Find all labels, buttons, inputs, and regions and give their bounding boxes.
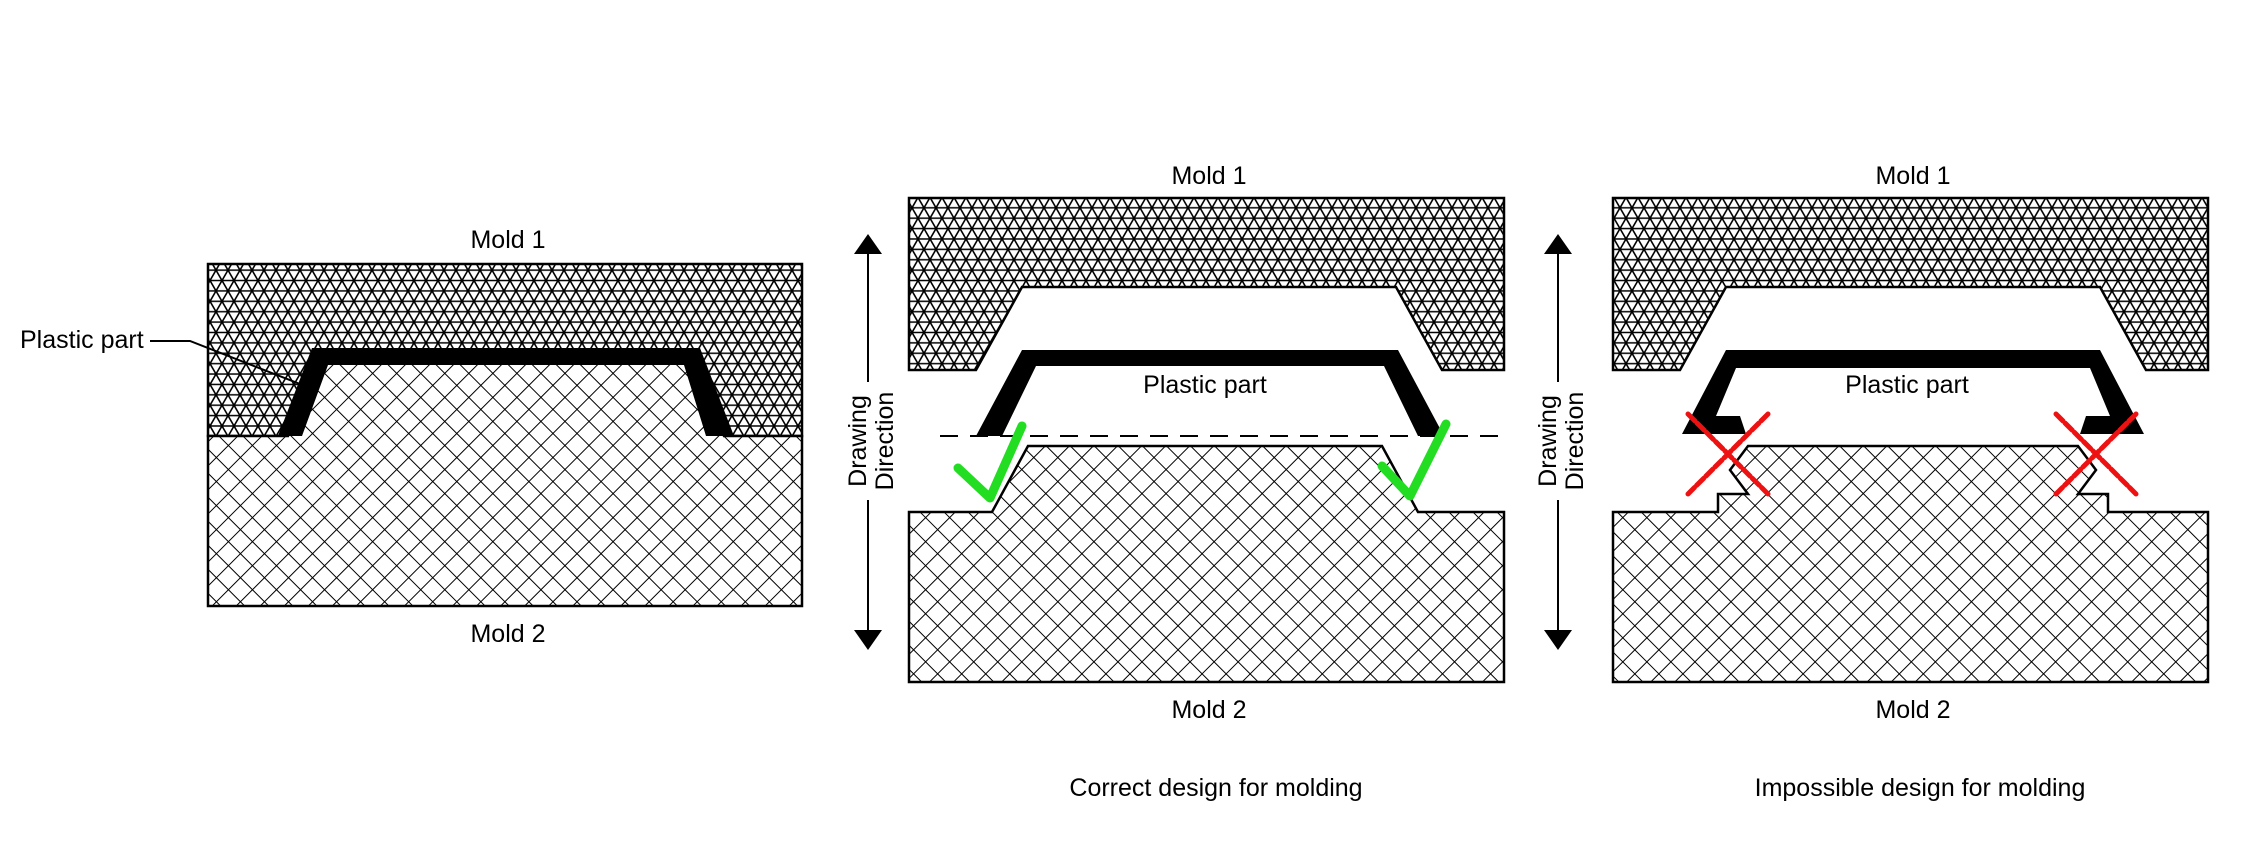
plastic-part (976, 350, 1444, 436)
mold2-label: Mold 2 (470, 620, 545, 648)
mold1-label: Mold 1 (470, 226, 545, 254)
cross-icon (2053, 411, 2139, 497)
plastic-part (1682, 350, 2144, 434)
drawing-direction-label-2: Direction (871, 392, 899, 491)
mold1-label: Mold 1 (1875, 162, 1950, 190)
plastic-part (278, 348, 734, 436)
plastic-part-label: Plastic part (20, 326, 144, 354)
figure-assembled-mold: Mold 1 Plastic part Mold 2 (20, 226, 804, 648)
mold1-label: Mold 1 (1171, 162, 1246, 190)
figure-caption: Impossible design for molding (1755, 774, 2086, 802)
cross-icon (1685, 411, 1771, 497)
check-icon (953, 421, 1027, 503)
drawing-direction-label-2: Direction (1561, 392, 1589, 491)
plastic-part-label: Plastic part (1143, 371, 1267, 399)
figure-correct-design: Mold 1 Drawing Direction Plastic part Mo… (844, 162, 1508, 802)
mold2-label: Mold 2 (1875, 696, 1950, 724)
mold2-block (1611, 444, 2210, 684)
drawing-direction-label-1: Drawing (1534, 395, 1562, 487)
plastic-part-label: Plastic part (1845, 371, 1969, 399)
figure-caption: Correct design for molding (1069, 774, 1362, 802)
plastic-part-leader (150, 340, 301, 385)
mold2-label: Mold 2 (1171, 696, 1246, 724)
mold1-block (1611, 196, 2210, 372)
mold2-block (907, 444, 1506, 684)
drawing-direction-label-1: Drawing (844, 395, 872, 487)
mold1-block (907, 196, 1506, 372)
check-icon (1377, 419, 1451, 501)
figure-impossible-design: Mold 1 Drawing Direction Plastic part Mo… (1534, 162, 2210, 802)
